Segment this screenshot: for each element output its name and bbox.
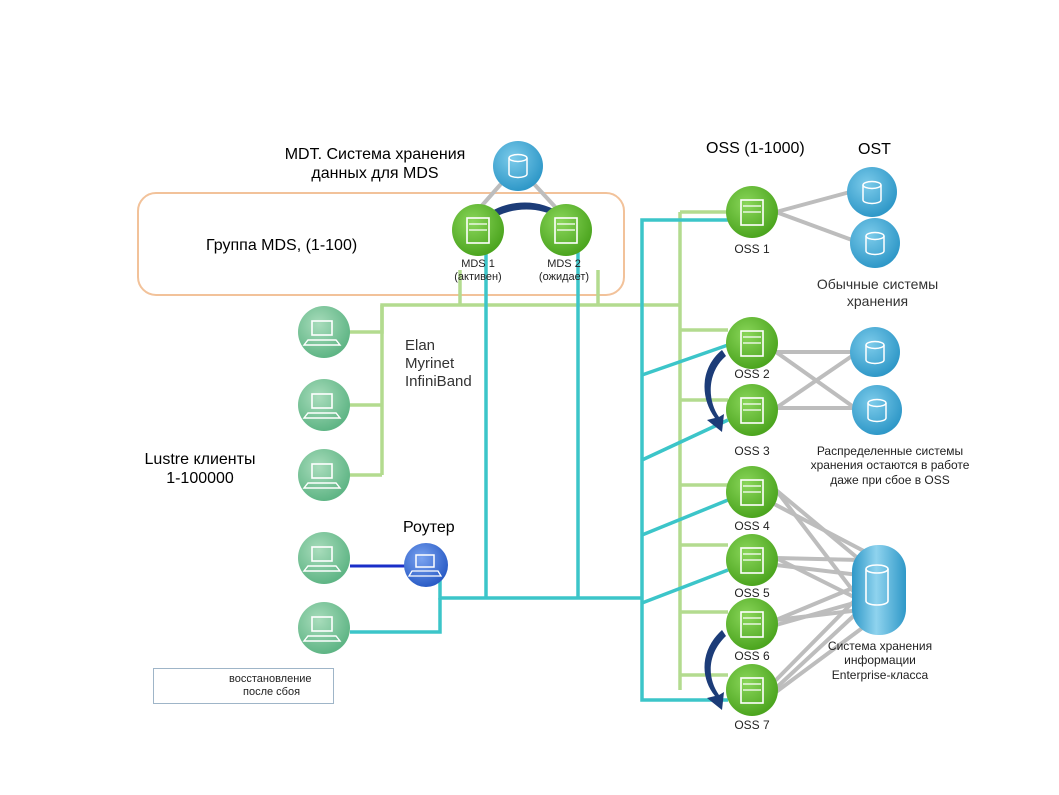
ost-storage-icons <box>847 167 902 435</box>
clients-title: Lustre клиенты 1-100000 <box>125 450 275 488</box>
ost-header: OST <box>858 141 891 158</box>
client-icon-2 <box>298 379 350 431</box>
client-icon-3 <box>298 449 350 501</box>
network-types: Elan Myrinet InfiniBand <box>405 337 472 391</box>
distributed-storage-line3: даже при сбое в OSS <box>830 472 950 487</box>
oss5-server-icon <box>726 534 778 586</box>
mds2-label: MDS 2 (ожидает) <box>526 258 602 284</box>
mds-group-label: Группа MDS, (1-100) <box>206 237 358 254</box>
router-label: Роутер <box>403 519 455 536</box>
teal-links <box>350 218 729 702</box>
network-elan: Elan <box>405 337 436 354</box>
oss6-server-icon <box>726 598 778 650</box>
oss7-server-icon <box>726 664 778 716</box>
oss1-label: OSS 1 <box>734 242 770 256</box>
mdt-title-line1: MDT. Система хранения <box>284 146 466 163</box>
enterprise-storage-icon <box>852 545 906 635</box>
network-infiniband: InfiniBand <box>405 373 472 390</box>
oss5-label: OSS 5 <box>734 586 770 600</box>
client-icon-5 <box>298 602 350 654</box>
mdt-title: MDT. Система хранения данных для MDS <box>255 145 495 183</box>
oss2-label: OSS 2 <box>734 367 770 381</box>
enterprise-storage-line2: информации <box>844 653 916 668</box>
oss-header: OSS (1-1000) <box>706 140 805 157</box>
oss1-server-icon <box>726 186 778 238</box>
enterprise-storage-line3: Enterprise-класса <box>831 667 929 682</box>
failover-arrows <box>482 202 726 710</box>
mds-group-frame <box>137 192 625 296</box>
lightgreen-links <box>348 210 728 690</box>
legend-text: восстановление после сбоя <box>229 673 312 699</box>
oss7-label: OSS 7 <box>734 718 770 732</box>
mds2-server-icon <box>540 204 592 256</box>
client-icons <box>298 306 350 654</box>
clients-title-line1: Lustre клиенты <box>144 451 256 468</box>
oss4-label: OSS 4 <box>734 519 770 533</box>
client-icon-4 <box>298 532 350 584</box>
oss4-server-icon <box>726 466 778 518</box>
legend <box>153 668 334 704</box>
mds2-state: (ожидает) <box>538 271 590 284</box>
distributed-storage-label: Распределенные системы хранения остаются… <box>790 444 990 487</box>
server-icons <box>452 186 778 716</box>
ordinary-storage-line1: Обычные системы <box>816 276 939 292</box>
mds2-name: MDS 2 <box>547 258 581 270</box>
enterprise-storage-line1: Система хранения <box>827 639 933 653</box>
oss3-server-icon <box>726 384 778 436</box>
oss6-label: OSS 6 <box>734 649 770 663</box>
oss2-server-icon <box>726 317 778 369</box>
mdt-title-line2: данных для MDS <box>311 165 439 183</box>
network-myrinet: Myrinet <box>405 355 455 372</box>
router-icon <box>404 543 448 587</box>
clients-title-line2: 1-100000 <box>166 470 234 488</box>
client-icon-1 <box>298 306 350 358</box>
oss3-label: OSS 3 <box>734 444 770 458</box>
mds1-name: MDS 1 <box>461 258 495 270</box>
distributed-storage-line2: хранения остаются в работе <box>810 458 970 473</box>
distributed-storage-line1: Распределенные системы <box>816 444 964 458</box>
mds1-state: (активен) <box>454 271 502 284</box>
mdt-storage-icon <box>493 141 543 191</box>
legend-line1: восстановление <box>229 673 312 685</box>
ordinary-storage-label: Обычные системы хранения <box>800 276 955 310</box>
ordinary-storage-line2: хранения <box>846 292 909 309</box>
enterprise-storage-label: Система хранения информации Enterprise-к… <box>810 639 950 682</box>
mds1-server-icon <box>452 204 504 256</box>
legend-line2: после сбоя <box>243 686 301 699</box>
mds1-label: MDS 1 (активен) <box>440 258 516 284</box>
